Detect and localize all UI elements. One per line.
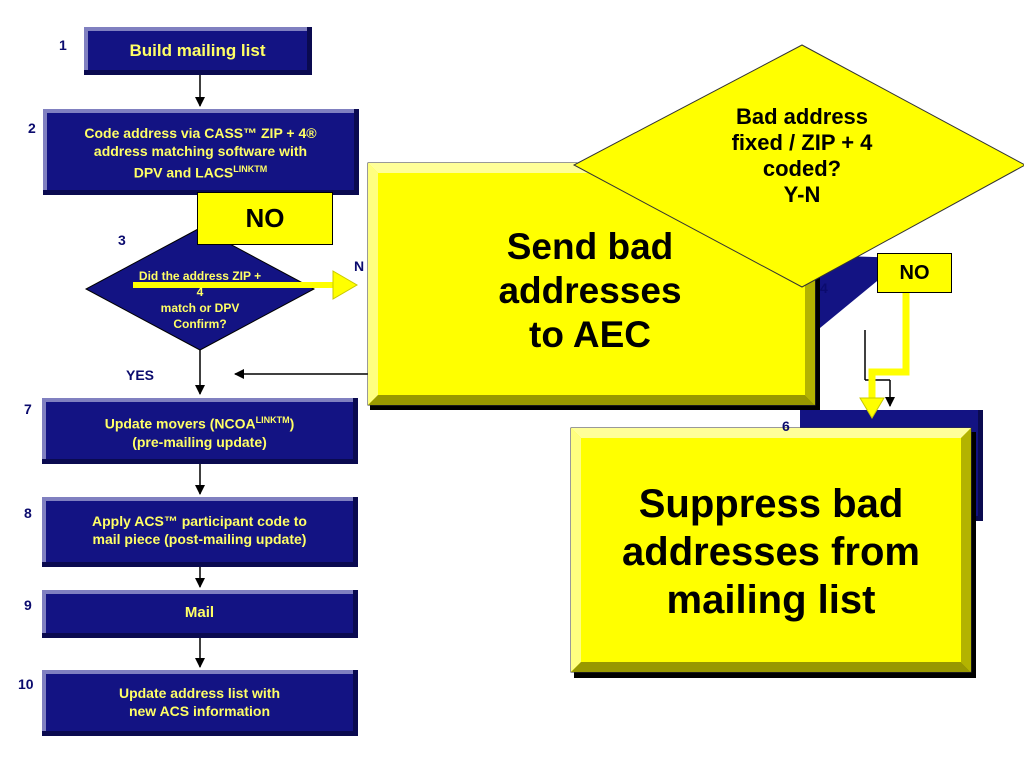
yellow-arrow-right bbox=[859, 292, 910, 419]
step-1-label: Build mailing list bbox=[129, 41, 266, 60]
step-9-number: 9 bbox=[24, 597, 32, 613]
step-4-number: 4 bbox=[820, 280, 828, 296]
step-10-line2: new ACS information bbox=[128, 703, 271, 719]
step-7-line1-text: Update movers (NCOA bbox=[104, 415, 256, 432]
step-2-number: 2 bbox=[28, 120, 36, 136]
decision-fixed-text: Bad address fixed / ZIP + 4 coded? Y-N bbox=[692, 104, 912, 208]
send-bad-line2: addresses bbox=[498, 270, 682, 311]
send-bad-line1: Send bad bbox=[506, 226, 674, 267]
no-box-right: NO bbox=[877, 253, 952, 293]
step-7-box bbox=[42, 398, 358, 464]
decision-line2: fixed / ZIP + 4 bbox=[731, 130, 873, 155]
step-2-line3-sup: LINKTM bbox=[233, 164, 268, 174]
send-bad-text: Send bad addresses to AEC bbox=[470, 225, 710, 357]
step-7-line1-sup: LINKTM bbox=[255, 415, 290, 425]
step-3-label: Did the address ZIP + 4 match or DPV Con… bbox=[110, 268, 290, 332]
send-bad-line3: to AEC bbox=[529, 314, 651, 355]
step-2-line3-text: DPV and LACS bbox=[133, 164, 234, 181]
yes-label: YES bbox=[126, 367, 155, 383]
yellow-arrow-step3 bbox=[133, 270, 358, 300]
step-8-number: 8 bbox=[24, 505, 32, 521]
step-1-number: 1 bbox=[59, 37, 67, 53]
step-8-line2: mail piece (post-mailing update) bbox=[92, 531, 307, 547]
suppress-line3: mailing list bbox=[666, 578, 876, 622]
decision-line3: coded? bbox=[762, 156, 842, 181]
decision-line4: Y-N bbox=[783, 182, 821, 207]
step-3-line1: Did the address ZIP + bbox=[138, 269, 262, 283]
step-7-label: Update movers (NCOALINKTM) (pre-mailing … bbox=[46, 411, 353, 451]
step-10-label: Update address list with new ACS informa… bbox=[46, 684, 353, 720]
step-2-line2: address matching software with bbox=[93, 143, 308, 159]
step-7-line1-end: ) bbox=[289, 415, 295, 432]
step-2-label: Code address via CASS™ ZIP + 4® address … bbox=[47, 124, 354, 182]
step-1-box bbox=[84, 27, 312, 75]
suppress-line2: addresses from bbox=[622, 530, 920, 574]
step-8-box bbox=[42, 497, 358, 567]
step-3-line2: 4 bbox=[196, 285, 204, 299]
step-9-label: Mail bbox=[184, 604, 215, 621]
step-7-line2: (pre-mailing update) bbox=[132, 433, 267, 450]
step-3-number: 3 bbox=[118, 232, 126, 248]
step-8-label: Apply ACS™ participant code to mail piec… bbox=[46, 512, 353, 548]
decision-fixed-diamond bbox=[572, 44, 1024, 288]
step-2-box bbox=[43, 109, 359, 195]
suppress-bad-text: Suppress bad addresses from mailing list bbox=[581, 480, 961, 624]
decision-line1: Bad address bbox=[735, 104, 869, 129]
suppress-bad-box bbox=[570, 427, 976, 678]
step-6-number: 6 bbox=[782, 418, 790, 434]
no-partial-label: N bbox=[354, 258, 365, 274]
step-10-number: 10 bbox=[18, 676, 34, 692]
step-2-line1: Code address via CASS™ ZIP + 4® bbox=[84, 125, 317, 141]
suppress-line1: Suppress bad bbox=[638, 482, 904, 526]
step-7-line1: Update movers (NCOALINKTM) bbox=[46, 411, 353, 433]
step-3-line3: match or DPV bbox=[160, 301, 240, 315]
step-3-line4: Confirm? bbox=[173, 317, 227, 331]
step-10-line1: Update address list with bbox=[118, 685, 281, 701]
step-10-box bbox=[42, 670, 358, 736]
step-8-line1: Apply ACS™ participant code to bbox=[92, 513, 307, 529]
step-9-box bbox=[42, 590, 358, 638]
step-7-number: 7 bbox=[24, 401, 32, 417]
no-box-left: NO bbox=[197, 192, 333, 245]
step-2-line3: DPV and LACSLINKTM bbox=[47, 160, 354, 182]
